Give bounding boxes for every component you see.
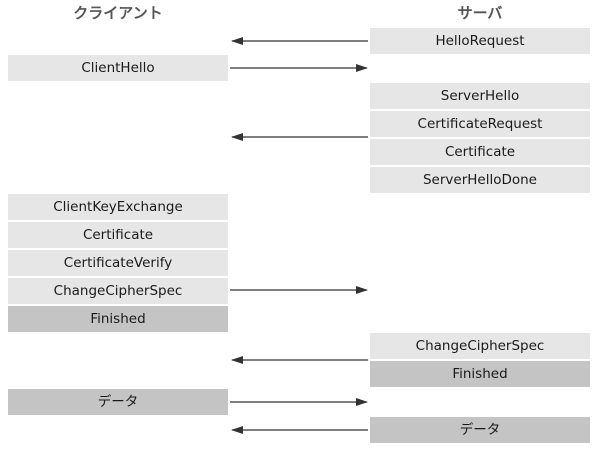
client-key-exchange-box: ClientKeyExchange bbox=[8, 194, 228, 220]
client-hello-box: ClientHello bbox=[8, 55, 228, 81]
client-data-box: データ bbox=[8, 389, 228, 415]
server-hello-box: ServerHello bbox=[370, 83, 590, 109]
certificate-request-box: CertificateRequest bbox=[370, 111, 590, 137]
hello-request-box: HelloRequest bbox=[370, 28, 590, 54]
client-change-cipher-spec-box: ChangeCipherSpec bbox=[8, 278, 228, 304]
client-column-header: クライアント bbox=[73, 4, 163, 22]
server-change-cipher-spec-box: ChangeCipherSpec bbox=[370, 333, 590, 359]
server-finished-box: Finished bbox=[370, 361, 590, 387]
server-certificate-box: Certificate bbox=[370, 139, 590, 165]
server-data-box: データ bbox=[370, 417, 590, 443]
server-column-header: サーバ bbox=[457, 4, 503, 22]
server-hello-done-box: ServerHelloDone bbox=[370, 167, 590, 193]
client-finished-box: Finished bbox=[8, 306, 228, 332]
client-certificate-box: Certificate bbox=[8, 222, 228, 248]
certificate-verify-box: CertificateVerify bbox=[8, 250, 228, 276]
